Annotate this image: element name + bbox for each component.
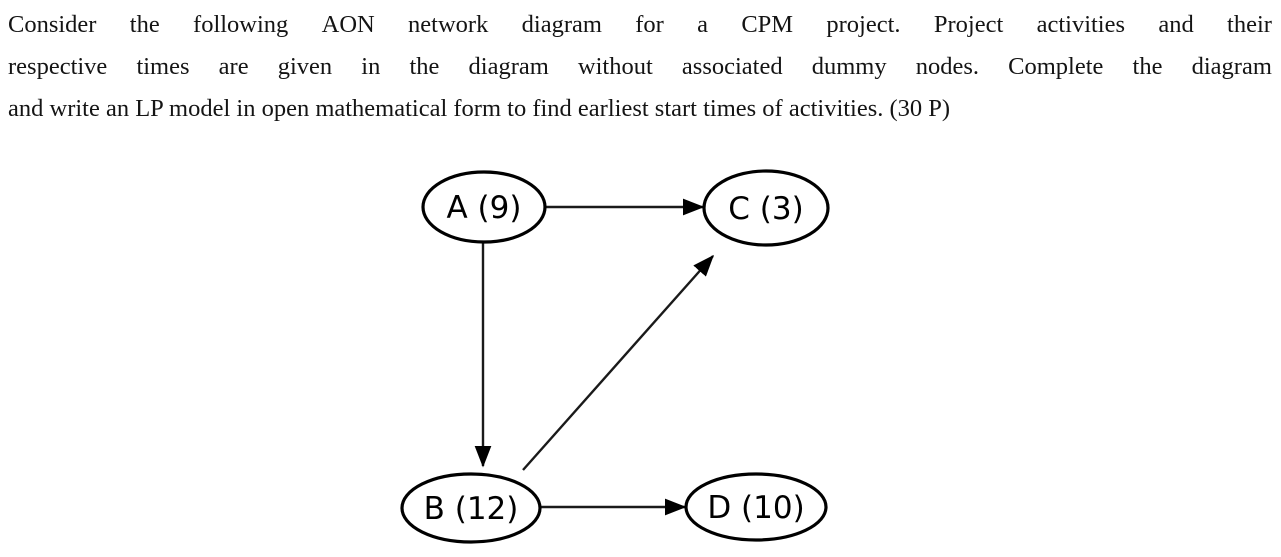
question-word: times xyxy=(136,53,190,80)
node-b-ellipse[interactable] xyxy=(400,472,542,544)
question-line-2: respective times are given in the diagra… xyxy=(8,46,1272,88)
node-d[interactable]: D (10) xyxy=(684,472,828,542)
question-word: the xyxy=(1132,53,1163,80)
question-line-3: and write an LP model in open mathematic… xyxy=(8,95,951,122)
question-word: respective xyxy=(8,53,108,80)
node-d-ellipse[interactable] xyxy=(684,472,828,542)
question-line-1: Consider the following AON network diagr… xyxy=(8,4,1272,46)
question-word: given xyxy=(277,53,333,80)
node-b-label: B (12) xyxy=(424,491,519,527)
question-word: the xyxy=(129,11,160,38)
question-word: a xyxy=(697,11,708,38)
question-word: associated xyxy=(681,53,783,80)
question-word: Consider xyxy=(8,11,97,38)
node-c[interactable]: C (3) xyxy=(702,169,830,247)
node-a-ellipse[interactable] xyxy=(421,170,547,244)
question-word: activities xyxy=(1036,11,1126,38)
question-word: dummy xyxy=(811,53,887,80)
question-word: their xyxy=(1227,11,1272,38)
question-word: network xyxy=(408,11,489,38)
question-word: project. xyxy=(826,11,901,38)
edge-b-to-c xyxy=(522,254,714,471)
question-word: for xyxy=(635,11,664,38)
node-c-ellipse[interactable] xyxy=(702,169,830,247)
edge-b-to-c-line xyxy=(522,254,714,471)
question-word: Project xyxy=(933,11,1004,38)
node-a[interactable]: A (9) xyxy=(421,170,547,244)
question-word: diagram xyxy=(521,11,602,38)
question-text-block: Consider the following AON network diagr… xyxy=(8,4,1272,130)
question-word: the xyxy=(409,53,440,80)
question-word: are xyxy=(218,53,249,80)
question-word: CPM xyxy=(741,11,794,38)
node-a-label: A (9) xyxy=(447,190,522,226)
question-word: AON xyxy=(321,11,375,38)
question-word: following xyxy=(193,11,289,38)
question-word: Complete xyxy=(1008,53,1104,80)
question-word: in xyxy=(361,53,381,80)
question-word: without xyxy=(577,53,653,80)
node-b[interactable]: B (12) xyxy=(400,472,542,544)
node-d-label: D (10) xyxy=(707,490,804,526)
aon-network-diagram: A (9) C (3) B (12) D (10) xyxy=(0,140,1281,557)
question-word: diagram xyxy=(1191,53,1272,80)
node-c-label: C (3) xyxy=(728,191,803,227)
question-word: and xyxy=(1158,11,1194,38)
question-word: nodes. xyxy=(915,53,980,80)
question-word: diagram xyxy=(468,53,549,80)
